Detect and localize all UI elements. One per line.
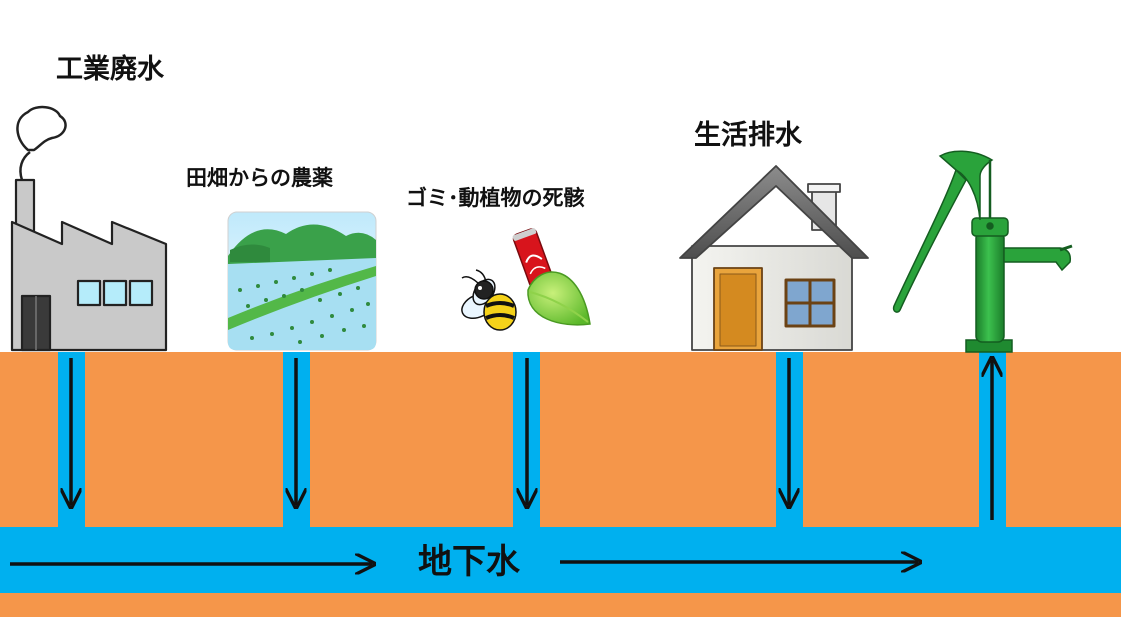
rice-field-icon [227, 211, 377, 351]
label-domestic-wastewater: 生活排水 [694, 120, 802, 151]
label-industrial-wastewater: 工業廃水 [56, 54, 164, 85]
flow-arrows [10, 358, 992, 564]
leaf-icon [527, 271, 591, 326]
bee-icon [461, 269, 517, 331]
label-pesticides-from-fields: 田畑からの農薬 [186, 166, 333, 190]
label-garbage-and-remains: ゴミ･動植物の死骸 [406, 186, 585, 210]
groundwater-layer [0, 527, 1121, 593]
factory-icon [10, 105, 168, 352]
hand-pump-icon [892, 150, 1073, 353]
house-icon [679, 165, 869, 351]
label-groundwater: 地下水 [418, 542, 520, 582]
